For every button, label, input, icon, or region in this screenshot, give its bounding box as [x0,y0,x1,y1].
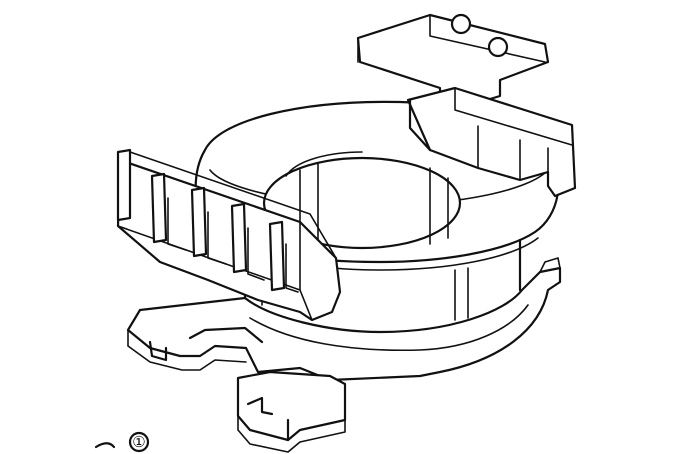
mounting-hole-upper [450,13,472,35]
pin-1 [116,148,132,222]
bottom-mounting-foot [236,370,347,453]
part-callout: ① [94,431,150,453]
pin-4 [230,202,248,274]
pin-2 [150,172,168,244]
bottom-flange [126,257,562,382]
mounting-hole-lower [487,36,509,58]
callout-circle [128,431,150,453]
pin-rail-slots [167,197,299,293]
pin-5 [268,220,286,292]
center-bore [262,151,462,250]
pin-3 [190,186,208,258]
top-mounting-block [356,13,577,198]
callout-leader [94,442,116,449]
callout-label: ① [132,433,145,451]
